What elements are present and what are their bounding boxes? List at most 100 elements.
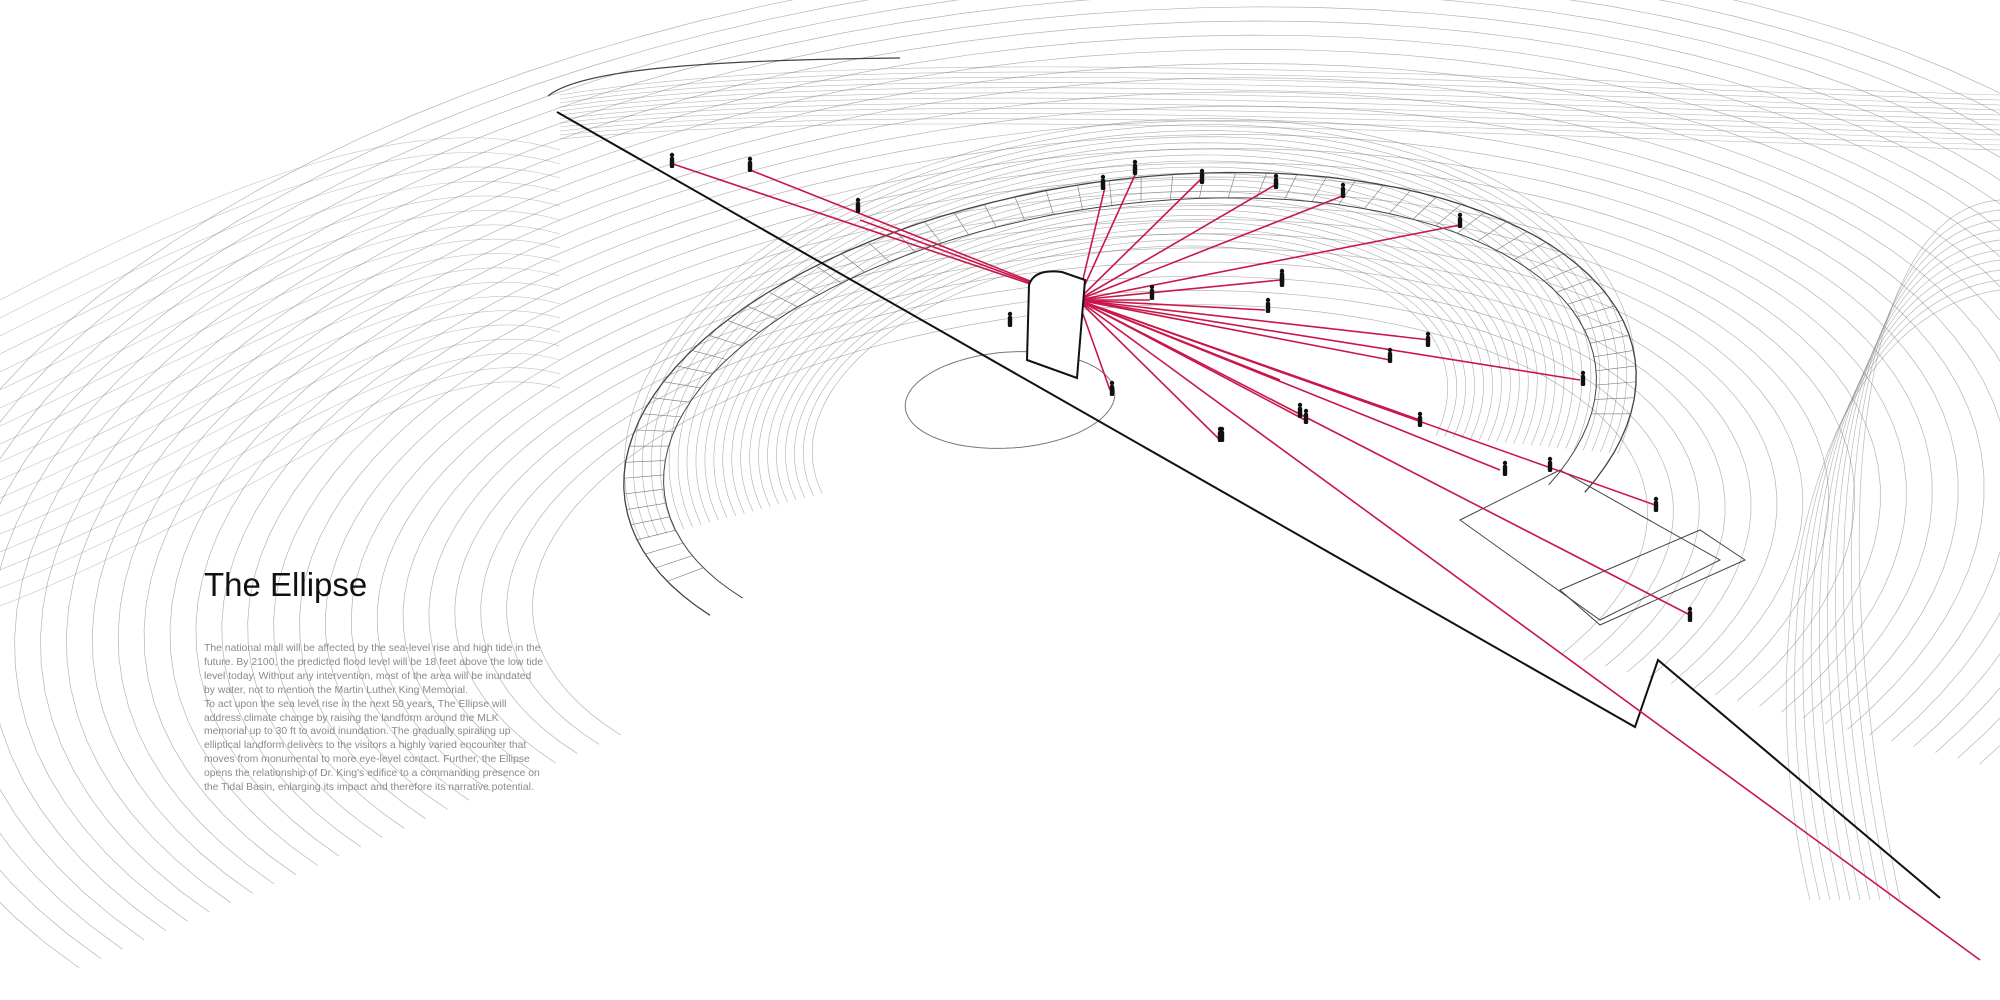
wall-panel bbox=[1590, 334, 1630, 344]
visitor-figure bbox=[1303, 408, 1309, 424]
step-ring bbox=[650, 136, 1610, 535]
step-ring bbox=[713, 178, 1547, 519]
sightline bbox=[1077, 299, 1691, 616]
visitor-head bbox=[1109, 380, 1115, 386]
wall-panel bbox=[625, 460, 666, 463]
wall-panel bbox=[791, 278, 819, 295]
wall-panel bbox=[1513, 242, 1547, 260]
wall-panel bbox=[1045, 190, 1054, 215]
sightline bbox=[1077, 184, 1276, 301]
section-cut-line bbox=[556, 111, 1941, 899]
contour-line bbox=[0, 267, 561, 463]
visitor-head bbox=[1149, 284, 1155, 290]
contour-line bbox=[0, 238, 561, 427]
wall-panel bbox=[691, 350, 727, 360]
stair-landing bbox=[1559, 529, 1747, 626]
sightline bbox=[1077, 299, 1221, 441]
step-ring bbox=[624, 118, 1637, 541]
contour-line bbox=[0, 253, 561, 445]
step-ring bbox=[695, 166, 1565, 523]
contour-line bbox=[195, 119, 1985, 857]
contour-line bbox=[559, 87, 2000, 116]
visitor-body bbox=[1132, 164, 1138, 175]
contour-line bbox=[1835, 229, 2000, 901]
visitor-figure bbox=[1109, 380, 1115, 396]
panel-description: The national mall will be affected by th… bbox=[204, 642, 544, 795]
contour-line bbox=[1785, 289, 2000, 901]
step-ring bbox=[704, 172, 1556, 521]
visitor-body bbox=[1457, 217, 1463, 228]
contour-line bbox=[0, 0, 2000, 950]
sightline bbox=[1077, 299, 1656, 506]
sightline bbox=[669, 162, 1079, 301]
contour-line bbox=[559, 76, 2000, 106]
wall-panel bbox=[1556, 278, 1593, 293]
ellipse-walls bbox=[547, 57, 1941, 899]
visitor-figure bbox=[1340, 182, 1346, 198]
sightline bbox=[1077, 299, 1266, 311]
contour-line bbox=[0, 137, 561, 301]
inner-wall bbox=[663, 197, 1597, 599]
contour-line bbox=[299, 176, 1881, 820]
contour-line bbox=[454, 261, 1726, 764]
contour-line bbox=[428, 247, 1752, 773]
visitor-head bbox=[1265, 297, 1271, 303]
wall-panel bbox=[868, 242, 890, 262]
contour-line bbox=[0, 367, 561, 589]
visitor-head bbox=[1387, 347, 1393, 353]
visitor-figure bbox=[1100, 174, 1106, 190]
visitor-head bbox=[1297, 402, 1303, 408]
wall-panel bbox=[1338, 180, 1356, 205]
wall-panel bbox=[1567, 291, 1605, 305]
wall-panel bbox=[1364, 184, 1384, 209]
contour-line bbox=[0, 353, 561, 571]
step-ring bbox=[749, 203, 1511, 510]
contour-line bbox=[1851, 209, 2000, 901]
amphitheater-steps bbox=[624, 118, 1637, 541]
wall-panel bbox=[815, 265, 842, 284]
contour-line bbox=[0, 0, 2000, 941]
wall-panel bbox=[1596, 365, 1636, 372]
contour-line bbox=[532, 304, 1648, 736]
visitor-body bbox=[1303, 413, 1309, 424]
visitor-body bbox=[1199, 173, 1205, 184]
sightline bbox=[1077, 174, 1136, 301]
contour-line bbox=[0, 310, 561, 517]
wall-panel bbox=[652, 397, 690, 403]
sightline-lines bbox=[669, 162, 1981, 961]
visitor-figure bbox=[1265, 297, 1271, 313]
sightline bbox=[1077, 299, 1581, 381]
visitor-body bbox=[669, 157, 675, 168]
visitor-figure bbox=[1425, 331, 1431, 347]
contour-line bbox=[1819, 249, 2000, 901]
visitor-head bbox=[1217, 426, 1223, 432]
visitor-figure bbox=[1457, 212, 1463, 228]
visitor-head bbox=[855, 197, 861, 203]
visitor-figure bbox=[1297, 402, 1303, 418]
sightline bbox=[1077, 299, 1111, 391]
wall-panel bbox=[1109, 180, 1112, 206]
description-paragraph-2: To act upon the sea level rise in the ne… bbox=[204, 698, 540, 794]
contour-line bbox=[559, 113, 2000, 141]
contour-line bbox=[14, 20, 2000, 922]
wall-panel bbox=[1077, 185, 1083, 210]
panel-title: The Ellipse bbox=[204, 566, 368, 603]
sightline bbox=[1077, 279, 1281, 301]
contour-line bbox=[559, 82, 2000, 111]
visitor-figure bbox=[1502, 460, 1508, 476]
wall-panel bbox=[841, 253, 865, 273]
contour-line bbox=[66, 48, 2000, 903]
visitor-figure bbox=[1149, 284, 1155, 300]
visitor-figure bbox=[1273, 173, 1279, 189]
wall-panel bbox=[1311, 176, 1327, 202]
visitor-figure bbox=[1580, 370, 1586, 386]
visitor-body bbox=[1149, 289, 1155, 300]
visitor-head bbox=[1199, 168, 1205, 174]
visitor-head bbox=[1273, 173, 1279, 179]
step-ring bbox=[731, 191, 1529, 514]
visitor-body bbox=[1007, 316, 1013, 327]
visitor-head bbox=[1417, 411, 1423, 417]
visitor-figure bbox=[1687, 606, 1693, 622]
wall-panel bbox=[1529, 253, 1564, 271]
